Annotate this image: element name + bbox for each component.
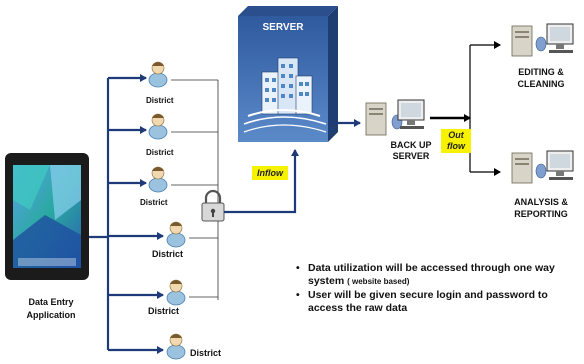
analysis-computer-icon — [511, 150, 574, 184]
backup-server-label: BACK UP SERVER — [390, 140, 432, 161]
person-icon — [166, 221, 186, 248]
inflow-label: Inflow — [252, 166, 288, 180]
analysis-reporting-label: ANALYSIS & REPORTING — [514, 197, 568, 219]
lock-icon — [201, 189, 225, 222]
editing-cleaning-label: EDITING & CLEANING — [517, 67, 565, 89]
note-item: • User will be given secure login and pa… — [296, 289, 581, 315]
person-icon — [148, 113, 168, 140]
person-icon — [148, 166, 168, 193]
district-return-lines — [171, 79, 219, 300]
district-label: District — [146, 96, 174, 105]
editing-computer-icon — [511, 23, 574, 57]
tablet-icon — [5, 153, 89, 280]
note-subtext: ( website based) — [347, 277, 410, 286]
district-label: District — [190, 348, 222, 358]
note-text: User will be given secure login and pass… — [308, 289, 548, 314]
backup-server-icon — [365, 99, 425, 136]
district-label: District — [148, 306, 180, 316]
district-label: District — [152, 249, 184, 259]
note-item: • Data utilization will be accessed thro… — [296, 262, 581, 288]
district-arrows — [108, 74, 164, 354]
district-label: District — [146, 148, 174, 157]
inflow-arrow — [224, 149, 299, 214]
outflow-branch-lines — [469, 41, 501, 176]
device-label: Data Entry Application — [26, 297, 76, 320]
bullet-icon: • — [296, 289, 300, 301]
district-label: District — [140, 198, 168, 207]
server-label: SERVER — [262, 22, 304, 33]
notes-list: • Data utilization will be accessed thro… — [296, 262, 581, 316]
note-text: Data utilization will be accessed throug… — [308, 262, 555, 287]
person-icon — [148, 61, 168, 88]
person-icon — [166, 333, 186, 360]
person-icon — [166, 279, 186, 306]
outflow-label: Out flow — [441, 129, 471, 153]
bullet-icon: • — [296, 262, 300, 274]
server-icon — [238, 6, 338, 142]
